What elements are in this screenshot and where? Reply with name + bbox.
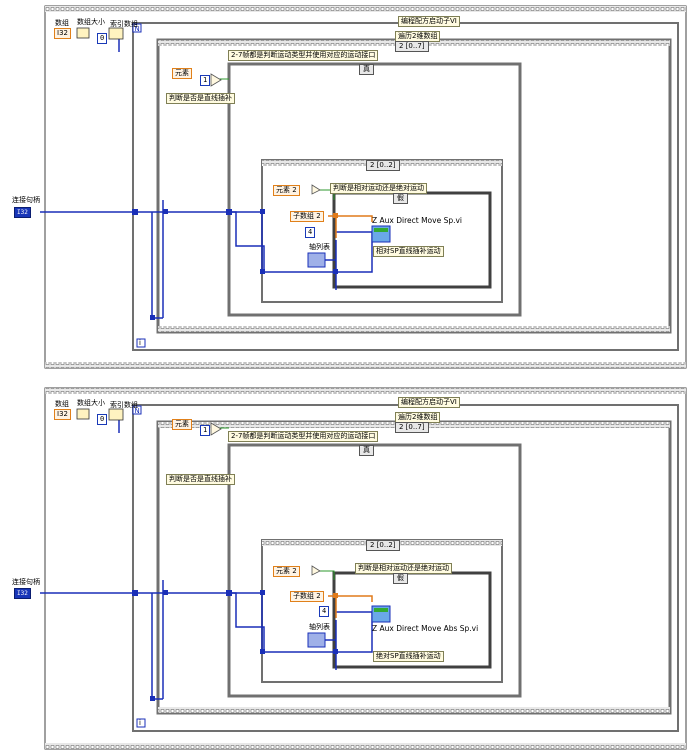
handle-terminal[interactable]: I32 xyxy=(14,207,31,218)
iteration-terminal[interactable] xyxy=(136,338,146,348)
element2-unbundle-2[interactable]: 元素 2 xyxy=(273,566,300,577)
loop-count-terminal[interactable] xyxy=(132,23,142,33)
iteration-label-2: i xyxy=(139,719,141,727)
const-four[interactable]: 4 xyxy=(305,227,316,238)
index-array-label: 索引数组 xyxy=(110,20,138,28)
svg-text:N: N xyxy=(135,25,140,33)
handle-label-2: 连接句柄 xyxy=(12,578,40,586)
const-one-2[interactable]: 1 xyxy=(200,425,211,436)
array-label-2: 数组 xyxy=(55,400,69,408)
subvi-name: Z Aux Direct Move Sp.vi xyxy=(372,216,462,225)
array-size-node-2[interactable] xyxy=(76,408,90,420)
index-array-node-2[interactable] xyxy=(108,408,124,421)
handle-label: 连接句柄 xyxy=(12,196,40,204)
case-selector[interactable]: 2 [0..7] xyxy=(395,41,429,52)
inner-true-case-frame-2[interactable] xyxy=(227,443,522,698)
equal-comparator-node-2[interactable] xyxy=(311,184,321,195)
iteration-terminal-2[interactable] xyxy=(136,718,146,728)
axis-list-label: 轴列表 xyxy=(309,243,330,251)
element-unbundle[interactable]: 元素 xyxy=(172,68,192,79)
case-selector-2[interactable]: 2 [0..7] xyxy=(395,422,429,433)
array-terminal-2[interactable]: I32 xyxy=(54,409,71,420)
iteration-label: i xyxy=(139,339,141,347)
index-array-node[interactable] xyxy=(108,27,124,40)
equal-comparator-node-3[interactable] xyxy=(210,422,222,436)
inner-case-false-selector[interactable]: 假 xyxy=(393,193,408,204)
axis-list-label-2: 轴列表 xyxy=(309,623,330,631)
linear-check-comment-2: 判断是否是直线插补 xyxy=(166,474,235,485)
element-unbundle-2[interactable]: 元素 xyxy=(172,419,192,430)
const-zero[interactable]: 0 xyxy=(97,33,108,44)
action-comment-2: 绝对SP直线插补运动 xyxy=(373,651,444,662)
array-size-node[interactable] xyxy=(76,27,90,39)
svg-text:N: N xyxy=(135,407,140,415)
axis-list-array-2[interactable] xyxy=(307,632,326,648)
inner-case-true-selector-2[interactable]: 真 xyxy=(359,445,374,456)
outer-title: 编程配方启动子VI xyxy=(398,16,460,27)
equal-comparator-node[interactable] xyxy=(210,73,222,87)
equal-comparator-node-4[interactable] xyxy=(311,565,321,576)
loop-count-terminal-2[interactable] xyxy=(132,405,142,415)
array-label: 数组 xyxy=(55,19,69,27)
array-size-label: 数组大小 xyxy=(77,18,105,26)
inner-true-case-frame[interactable] xyxy=(227,62,522,317)
const-one[interactable]: 1 xyxy=(200,75,211,86)
subarray-unbundle[interactable]: 子数组 2 xyxy=(290,211,324,222)
rel-abs-comment: 判断是相对运动还是绝对运动 xyxy=(330,183,427,194)
inner-case-false-selector-2[interactable]: 假 xyxy=(393,573,408,584)
array-size-label-2: 数组大小 xyxy=(77,399,105,407)
case-comment: 2-7帧都是判断运动类型并使用对应的运动接口 xyxy=(228,50,379,61)
subarray-unbundle-2[interactable]: 子数组 2 xyxy=(290,591,324,602)
const-zero-2[interactable]: 0 xyxy=(97,414,108,425)
const-four-2[interactable]: 4 xyxy=(319,606,330,617)
array-terminal[interactable]: I32 xyxy=(54,28,71,39)
action-comment: 相对SP直线插补运动 xyxy=(373,246,444,257)
handle-terminal-2[interactable]: I32 xyxy=(14,588,31,599)
element2-unbundle[interactable]: 元素 2 xyxy=(273,185,300,196)
seq-selector[interactable]: 2 [0..2] xyxy=(366,160,400,171)
seq-selector-2[interactable]: 2 [0..2] xyxy=(366,540,400,551)
subvi-name-2: Z Aux Direct Move Abs Sp.vi xyxy=(372,624,479,633)
linear-check-comment: 判断是否是直线插补 xyxy=(166,93,235,104)
case-comment-2: 2-7帧都是判断运动类型并使用对应的运动接口 xyxy=(228,431,379,442)
index-array-label-2: 索引数组 xyxy=(110,401,138,409)
rel-abs-case-frame[interactable] xyxy=(332,191,492,289)
outer-title-2: 编程配方启动子VI xyxy=(398,397,460,408)
inner-case-true-selector[interactable]: 真 xyxy=(359,64,374,75)
axis-list-array[interactable] xyxy=(307,252,326,268)
